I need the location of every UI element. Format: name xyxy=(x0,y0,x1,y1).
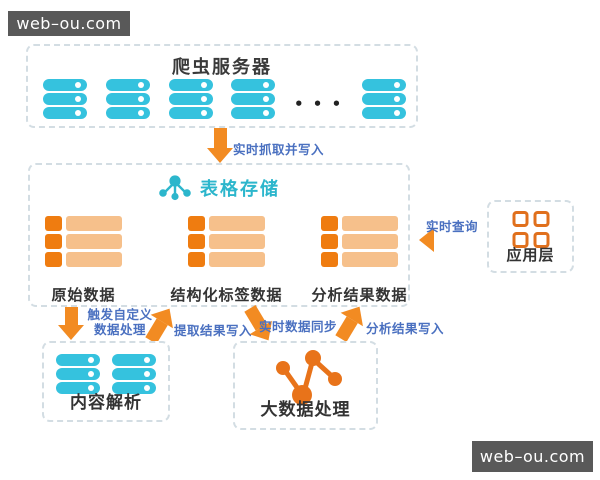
parse-server-row xyxy=(44,354,168,394)
crawler-box-title: 爬虫服务器 xyxy=(172,57,272,78)
server-stack-icon xyxy=(231,79,276,119)
app-layer-box: 应用层 xyxy=(487,200,574,273)
analysis-data-stack: 分析结果数据 xyxy=(311,216,407,304)
trigger-line-1: 触发自定义 xyxy=(87,307,153,322)
table-rows-icon xyxy=(321,216,398,267)
table-rows-icon xyxy=(188,216,265,267)
trigger-line-2: 数据处理 xyxy=(93,322,146,337)
flow-label-extract-write: 提取结果写入 xyxy=(174,323,253,338)
server-stack-icon xyxy=(112,354,156,394)
arrow-realtime-query-icon xyxy=(419,228,487,252)
crawler-server-row: • • • xyxy=(43,79,406,119)
table-storage-box: 表格存储 原始数据 结构化标签数据 分析结果数据 xyxy=(28,163,410,307)
app-grid-icon xyxy=(512,211,549,248)
server-stack-icon xyxy=(168,79,213,119)
arrow-crawl-write-icon xyxy=(207,128,233,163)
app-layer-label: 应用层 xyxy=(506,246,555,264)
content-parse-label: 内容解析 xyxy=(70,393,142,413)
bigdata-graph-icon xyxy=(275,350,342,405)
raw-data-stack: 原始数据 xyxy=(45,216,122,304)
arrow-trigger-processing-icon xyxy=(58,307,84,340)
server-stack-icon xyxy=(56,354,100,394)
bigdata-processing-label: 大数据处理 xyxy=(260,400,351,420)
server-stack-icon xyxy=(43,79,87,119)
flow-label-data-sync: 实时数据同步 xyxy=(259,319,338,334)
table-storage-header: 表格存储 xyxy=(30,174,408,201)
structured-data-stack: 结构化标签数据 xyxy=(170,216,282,304)
flow-label-analysis-write: 分析结果写入 xyxy=(366,321,445,336)
table-storage-title: 表格存储 xyxy=(200,178,280,200)
watermark-top: web–ou.com xyxy=(8,11,130,36)
structured-data-label: 结构化标签数据 xyxy=(170,286,283,304)
flow-label-realtime-query: 实时查询 xyxy=(426,219,479,234)
storage-network-icon xyxy=(159,175,191,201)
flow-label-trigger-processing: 触发自定义 数据处理 xyxy=(85,307,155,337)
bigdata-processing-box: 大数据处理 xyxy=(233,341,378,430)
analysis-data-label: 分析结果数据 xyxy=(311,286,408,304)
ellipsis-icon: • • • xyxy=(294,95,344,113)
content-parse-box: 内容解析 xyxy=(42,341,170,422)
table-rows-icon xyxy=(45,216,122,267)
raw-data-label: 原始数据 xyxy=(51,286,116,304)
watermark-bottom: web–ou.com xyxy=(472,441,593,472)
server-stack-icon xyxy=(105,79,150,119)
flow-label-crawl-write: 实时抓取并写入 xyxy=(233,142,325,157)
crawler-server-box: 爬虫服务器 • • • xyxy=(26,44,418,128)
server-stack-icon xyxy=(361,79,406,119)
